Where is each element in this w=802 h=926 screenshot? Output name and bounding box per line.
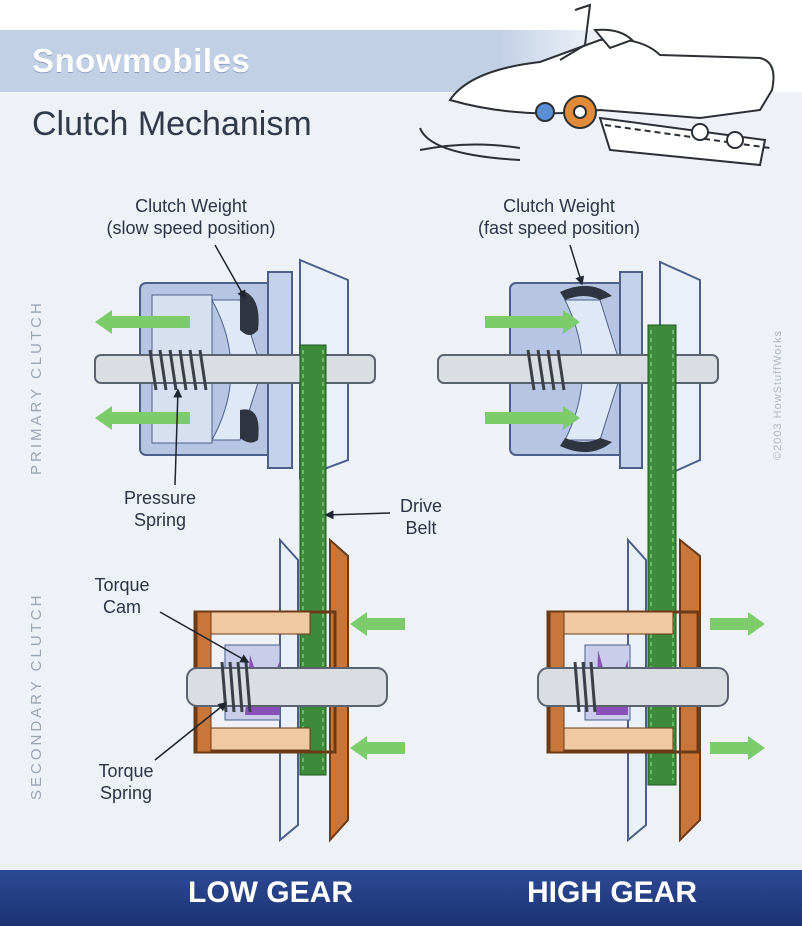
callout-line: Clutch Weight: [503, 196, 615, 216]
snowmobile-icon: [419, 3, 775, 167]
header-bar: [0, 30, 500, 92]
secondary-clutch-high: [537, 537, 729, 843]
callout-torque-cam: Torque Cam: [82, 574, 162, 618]
callout-torque-spring: Torque Spring: [86, 760, 166, 804]
callout-line: Cam: [102, 597, 141, 617]
callout-clutch-weight-high: Clutch Weight (fast speed position): [455, 195, 663, 239]
callout-line: Spring: [133, 510, 187, 530]
callout-leaders: [154, 244, 585, 761]
callout-line: Spring: [99, 783, 153, 803]
footer-bar: [0, 870, 802, 926]
arrow-right-icon: [485, 310, 580, 430]
callout-drive-belt: Drive Belt: [388, 495, 454, 539]
secondary-clutch-side-label: SECONDARY CLUTCH: [28, 592, 45, 800]
callout-line: Pressure: [123, 488, 197, 508]
callout-line: (slow speed position): [106, 218, 276, 238]
brand-title: Snowmobiles: [32, 42, 251, 79]
callout-pressure-spring: Pressure Spring: [110, 487, 210, 531]
low-gear-label: LOW GEAR: [188, 876, 353, 909]
callout-line: Drive: [399, 496, 442, 516]
primary-clutch-low: [94, 258, 376, 480]
callout-line: Belt: [405, 518, 437, 538]
arrow-left-icon: [350, 612, 405, 760]
secondary-clutch-low: [186, 537, 388, 843]
callout-line: (fast speed position): [477, 218, 641, 238]
drive-belt-low: [299, 344, 327, 776]
callout-line: Torque: [98, 761, 154, 781]
callout-clutch-weight-low: Clutch Weight (slow speed position): [82, 195, 300, 239]
arrow-right-icon: [710, 612, 765, 760]
page-title: Clutch Mechanism: [32, 105, 312, 143]
callout-line: Clutch Weight: [135, 196, 247, 216]
drive-belt-high: [647, 324, 677, 786]
arrow-left-icon: [95, 310, 190, 430]
primary-clutch-side-label: PRIMARY CLUTCH: [28, 300, 45, 475]
callout-line: Torque: [94, 575, 150, 595]
high-gear-label: HIGH GEAR: [527, 876, 698, 909]
copyright-text: ©2003 HowStuffWorks: [772, 329, 784, 460]
